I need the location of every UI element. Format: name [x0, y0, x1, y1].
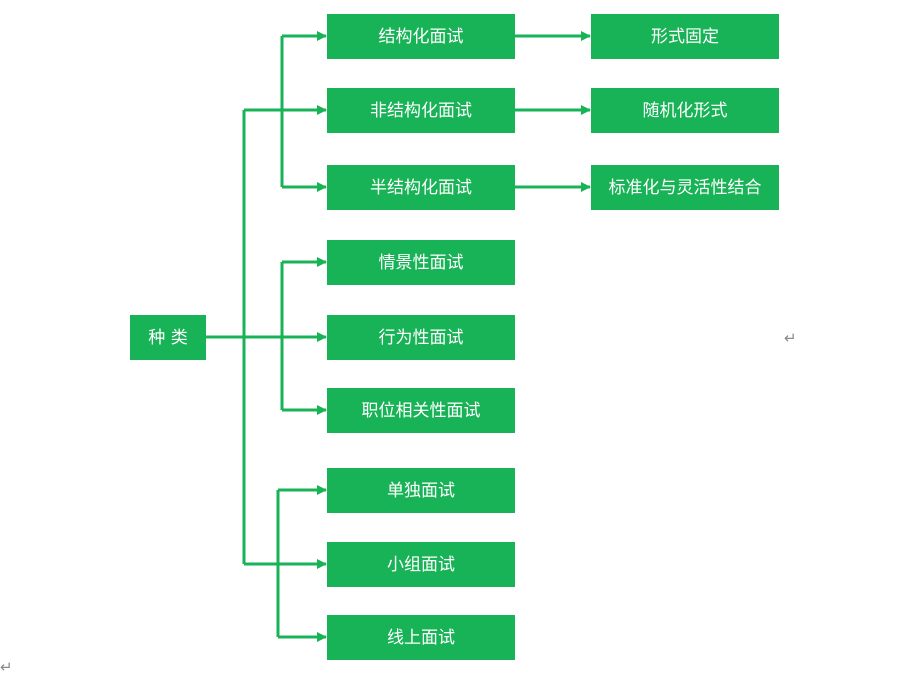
node-online-interview: 线上面试 — [327, 615, 515, 660]
detail-label: 随机化形式 — [643, 101, 728, 121]
detail-randomized-form: 随机化形式 — [591, 88, 779, 133]
node-semi-structured-interview: 半结构化面试 — [327, 165, 515, 210]
connector-lines — [206, 31, 591, 642]
node-individual-interview: 单独面试 — [327, 468, 515, 513]
node-label: 非结构化面试 — [370, 101, 472, 121]
detail-label: 标准化与灵活性结合 — [609, 178, 762, 198]
node-label: 职位相关性面试 — [362, 401, 481, 421]
root-node-label: 种 类 — [148, 328, 187, 348]
detail-fixed-form: 形式固定 — [591, 14, 779, 59]
detail-standard-flexible: 标准化与灵活性结合 — [591, 165, 779, 210]
root-node: 种 类 — [130, 315, 206, 360]
node-behavioral-interview: 行为性面试 — [327, 315, 515, 360]
node-label: 半结构化面试 — [370, 178, 472, 198]
node-label: 结构化面试 — [379, 27, 464, 47]
node-label: 情景性面试 — [379, 253, 464, 273]
node-label: 单独面试 — [387, 481, 455, 501]
detail-label: 形式固定 — [651, 27, 719, 47]
node-label: 线上面试 — [387, 628, 455, 648]
node-group-interview: 小组面试 — [327, 542, 515, 587]
paragraph-return-mark: ↵ — [0, 658, 13, 676]
node-situational-interview: 情景性面试 — [327, 240, 515, 285]
node-label: 行为性面试 — [379, 328, 464, 348]
node-structured-interview: 结构化面试 — [327, 14, 515, 59]
node-label: 小组面试 — [387, 555, 455, 575]
paragraph-return-mark: ↵ — [784, 329, 797, 347]
node-unstructured-interview: 非结构化面试 — [327, 88, 515, 133]
node-job-related-interview: 职位相关性面试 — [327, 388, 515, 433]
